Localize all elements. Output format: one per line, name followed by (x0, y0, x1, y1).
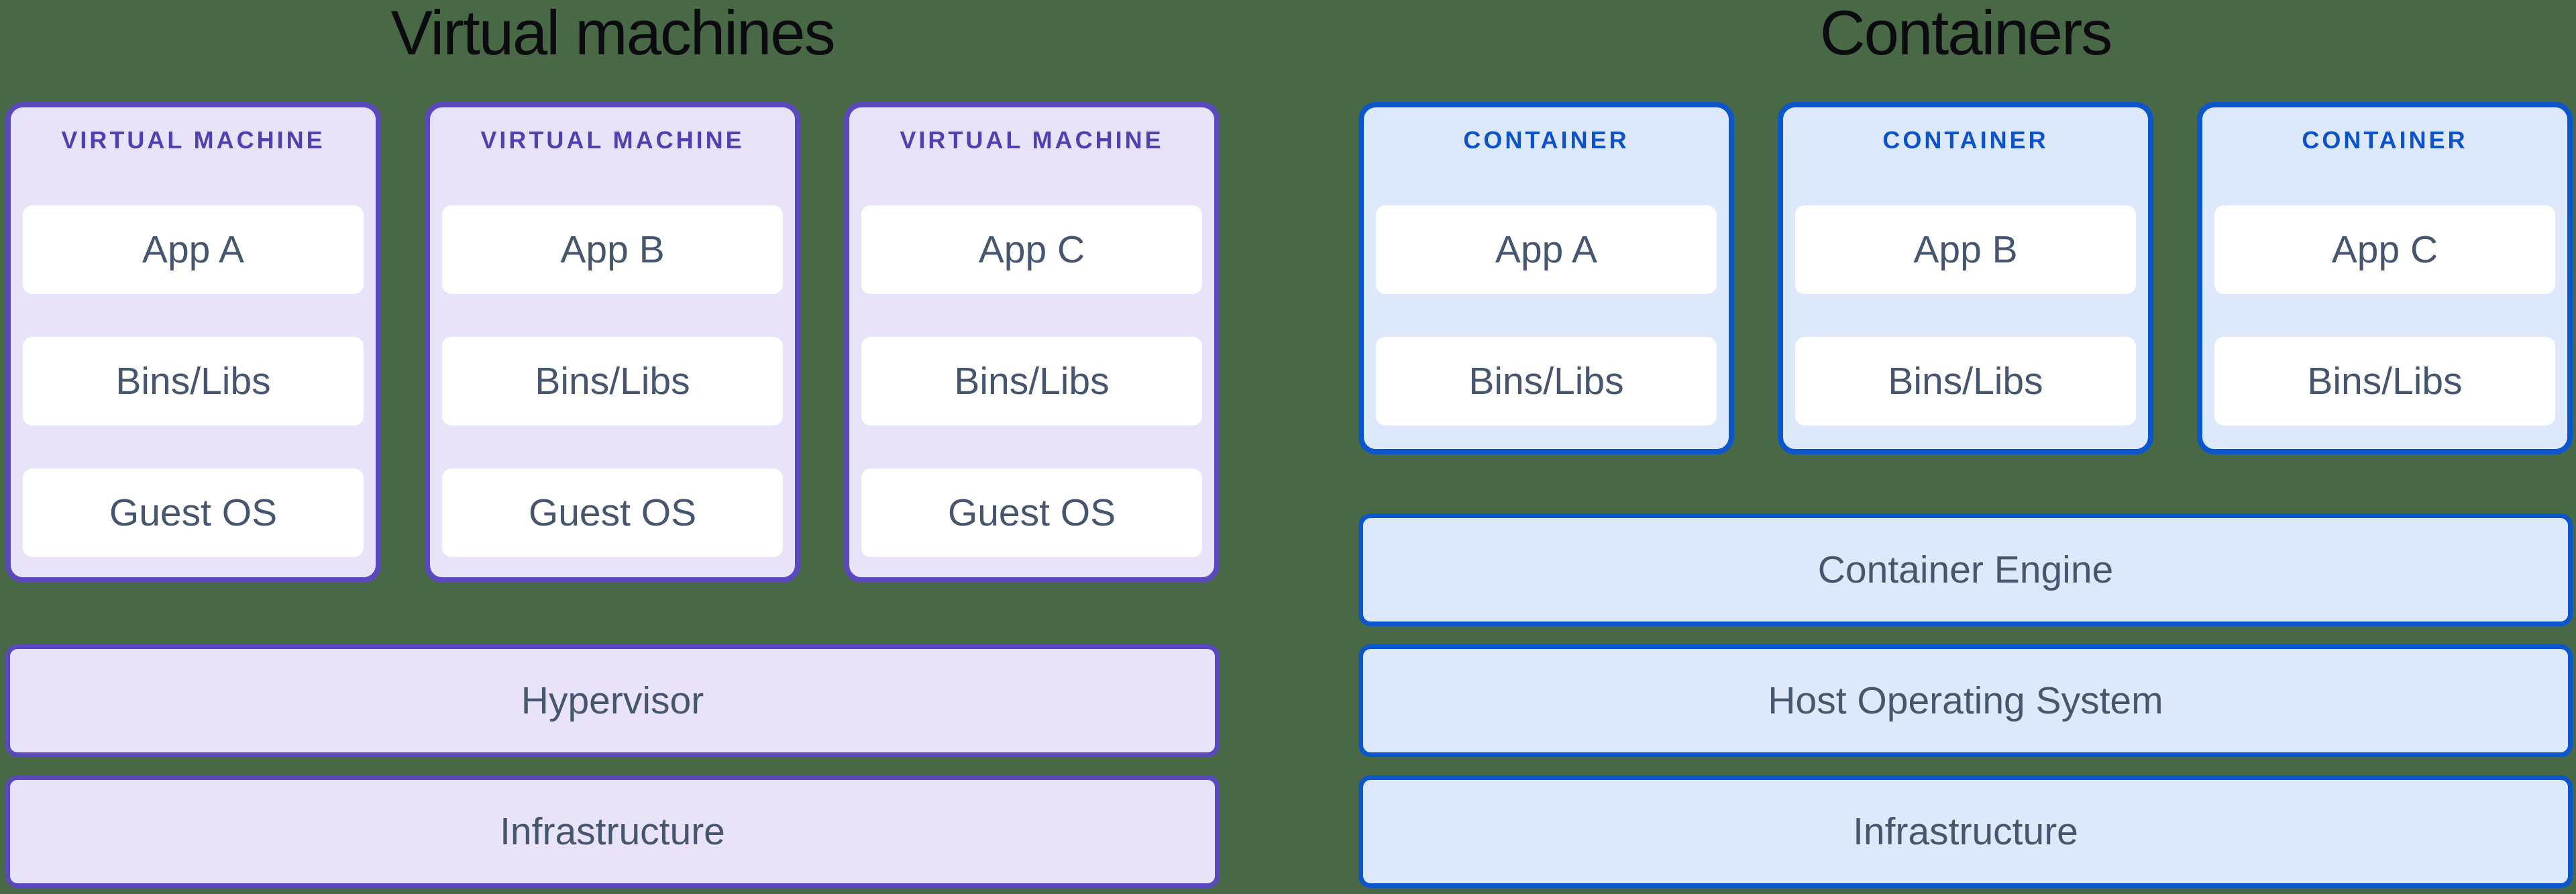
container-3-row-app: App C (2214, 205, 2555, 294)
container-box-1: CONTAINER App A Bins/Libs (1358, 102, 1734, 454)
vm-1-row-app: App A (23, 205, 364, 294)
containers-infrastructure-bar: Infrastructure (1358, 775, 2573, 888)
vm-box-3: VIRTUAL MACHINE App C Bins/Libs Guest OS (844, 102, 1220, 583)
vm-box-2-header: VIRTUAL MACHINE (480, 126, 745, 154)
container-box-1-header: CONTAINER (1463, 126, 1629, 154)
vm-2-row-guest-os: Guest OS (442, 468, 783, 557)
vm-box-3-header: VIRTUAL MACHINE (900, 126, 1164, 154)
containers-title: Containers (1819, 0, 2113, 68)
vm-1-row-guest-os: Guest OS (23, 468, 364, 557)
hypervisor-bar: Hypervisor (5, 644, 1220, 757)
container-2-row-bins-libs: Bins/Libs (1795, 337, 2136, 426)
container-box-2: CONTAINER App B Bins/Libs (1778, 102, 2153, 454)
host-operating-system-bar: Host Operating System (1358, 644, 2573, 757)
vm-box-2: VIRTUAL MACHINE App B Bins/Libs Guest OS (425, 102, 800, 583)
vm-2-row-bins-libs: Bins/Libs (442, 337, 783, 426)
vm-3-row-app: App C (861, 205, 1202, 294)
container-engine-bar: Container Engine (1358, 513, 2573, 626)
virtual-machines-title: Virtual machines (390, 0, 835, 68)
vm-1-row-bins-libs: Bins/Libs (23, 337, 364, 426)
container-box-3: CONTAINER App C Bins/Libs (2197, 102, 2573, 454)
vm-infrastructure-bar: Infrastructure (5, 775, 1220, 888)
vm-box-1-header: VIRTUAL MACHINE (61, 126, 325, 154)
vm-3-row-guest-os: Guest OS (861, 468, 1202, 557)
container-1-row-bins-libs: Bins/Libs (1376, 337, 1717, 426)
container-3-row-bins-libs: Bins/Libs (2214, 337, 2555, 426)
container-box-3-header: CONTAINER (2302, 126, 2468, 154)
container-box-2-header: CONTAINER (1882, 126, 2049, 154)
container-1-row-app: App A (1376, 205, 1717, 294)
vm-2-row-app: App B (442, 205, 783, 294)
vm-3-row-bins-libs: Bins/Libs (861, 337, 1202, 426)
vm-box-1: VIRTUAL MACHINE App A Bins/Libs Guest OS (5, 102, 381, 583)
container-2-row-app: App B (1795, 205, 2136, 294)
